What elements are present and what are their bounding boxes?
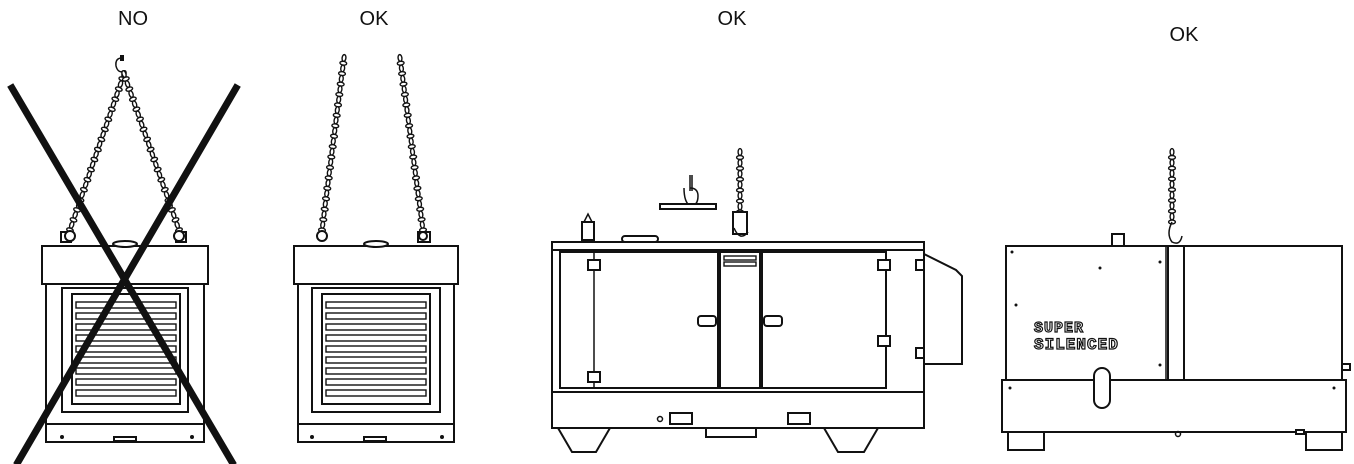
chain-link — [321, 210, 327, 219]
chain-link — [330, 137, 336, 146]
lifting-chain — [732, 147, 749, 237]
chain-link — [405, 116, 412, 125]
chain-link — [400, 74, 406, 83]
super-silenced-logo-line2: SILENCED — [1034, 336, 1119, 354]
chain-link — [326, 168, 332, 177]
grille-slat — [75, 356, 177, 364]
lifting-chain — [1167, 147, 1183, 244]
figure-correct-lift-silenced: SUPER SILENCED — [1001, 147, 1351, 451]
chain-link — [341, 53, 347, 63]
chain-link — [337, 85, 343, 94]
figure-incorrect-lift — [7, 55, 241, 464]
chain-link — [737, 191, 743, 200]
lifting-hook-detail-icon — [659, 175, 717, 210]
chain-link — [332, 126, 338, 136]
prohibited-cross — [7, 83, 241, 464]
chain-link — [334, 106, 340, 115]
grille-slat — [325, 323, 427, 331]
chain-link — [411, 158, 417, 167]
chain-link — [340, 64, 346, 73]
grille-slat — [325, 345, 427, 353]
chain-link — [320, 220, 326, 229]
lifting-chain — [317, 53, 428, 233]
genset-body — [551, 212, 963, 453]
chain-link — [336, 95, 342, 104]
grille-slat — [325, 356, 427, 364]
label-no: NO — [118, 8, 148, 30]
chain-link — [1169, 180, 1175, 189]
chain-link — [322, 199, 328, 208]
chain-link — [416, 199, 423, 208]
lifting-chain — [66, 70, 183, 233]
grille-slat — [325, 334, 427, 342]
label-ok-side-single: OK — [1169, 24, 1199, 46]
grille-slat — [75, 345, 177, 353]
grille-slat — [325, 312, 427, 320]
chain-link — [1169, 190, 1175, 200]
grille-slat — [325, 301, 427, 309]
grille-slat — [75, 367, 177, 375]
genset-body — [293, 230, 459, 443]
chain-link — [338, 74, 344, 83]
grille-slat — [325, 389, 427, 397]
figure-correct-lift-side — [551, 147, 963, 453]
grille-slat — [723, 261, 757, 267]
chain-link — [333, 116, 339, 125]
grille-slat — [75, 389, 177, 397]
label-ok-front: OK — [359, 8, 389, 30]
crane-hook-icon — [115, 55, 126, 73]
grille-slat — [75, 378, 177, 386]
chain-link — [1169, 158, 1175, 167]
label-ok-side-center: OK — [717, 8, 747, 30]
chain-link — [737, 202, 743, 211]
chain-link — [737, 169, 743, 178]
grille-slat — [75, 301, 177, 309]
genset-body: SUPER SILENCED — [1001, 233, 1351, 451]
grille-slat — [325, 367, 427, 375]
chain-link — [737, 158, 743, 167]
genset-body — [41, 230, 209, 443]
chain-link — [1169, 212, 1175, 221]
grille-slat — [325, 378, 427, 386]
super-silenced-logo-line1: SUPER — [1034, 320, 1084, 337]
grille-slat — [75, 323, 177, 331]
grille-slat — [75, 312, 177, 320]
figure-correct-lift-front — [293, 53, 459, 443]
chain-link — [328, 158, 334, 167]
chain-link — [1169, 201, 1175, 210]
chain-link — [325, 179, 331, 188]
chain-link — [1169, 169, 1175, 178]
grille-slat — [723, 255, 757, 261]
chain-link — [737, 180, 743, 189]
chain-link — [324, 189, 330, 198]
chain-link — [329, 147, 335, 156]
chain-link — [737, 147, 743, 157]
grille-slat — [75, 334, 177, 342]
chain-link — [1169, 147, 1175, 157]
